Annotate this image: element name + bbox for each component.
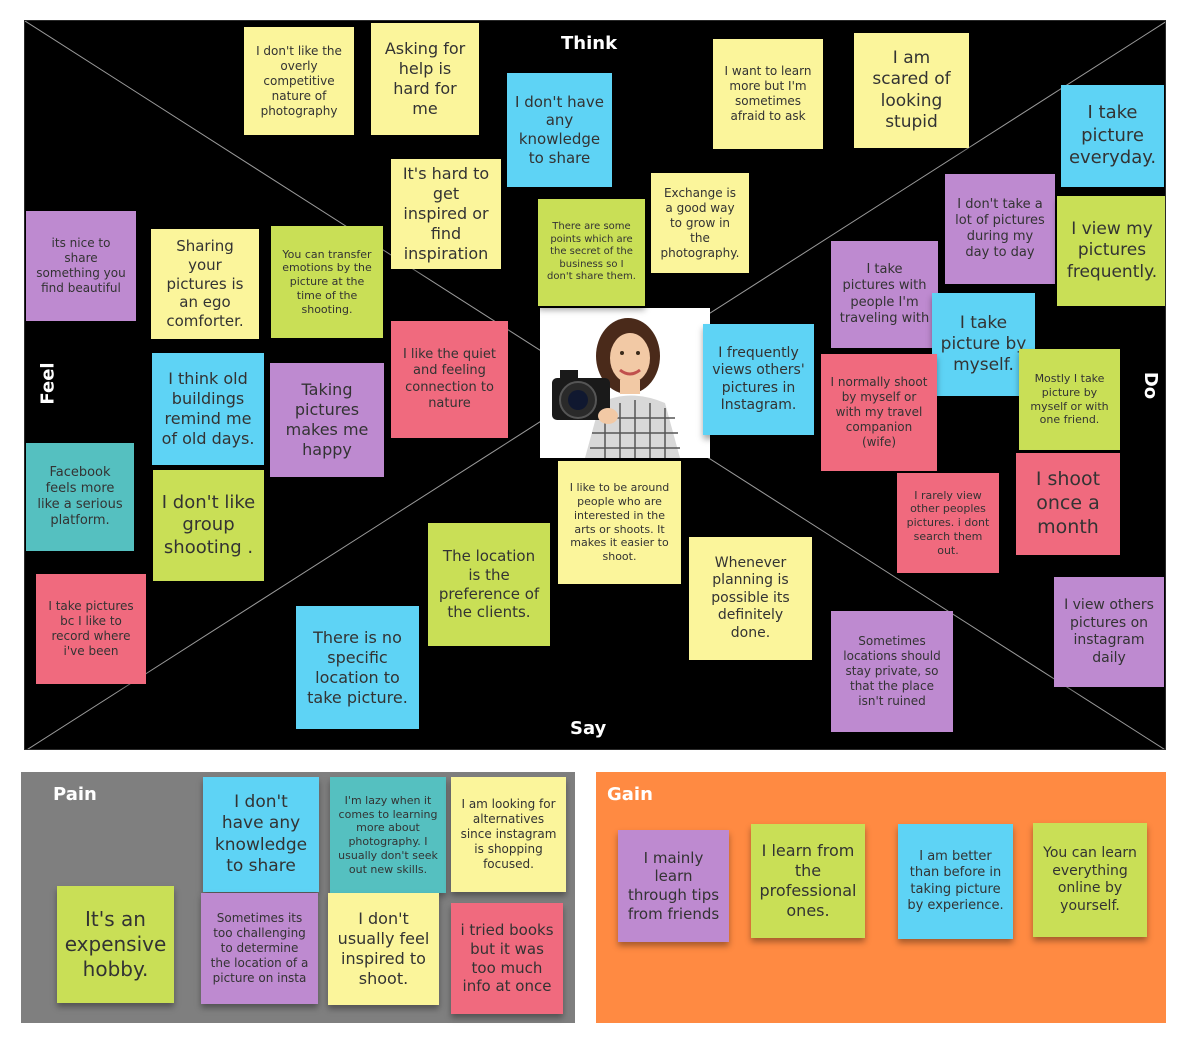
pain-note-location-challenge[interactable]: Sometimes its too challenging to determi…	[201, 893, 318, 1004]
pain-panel: Pain I don't have any knowledge to share…	[21, 772, 575, 1023]
pain-note-no-knowledge[interactable]: I don't have any knowledge to share	[203, 777, 319, 892]
note-picture-by-myself[interactable]: I take picture by myself.	[932, 293, 1035, 396]
woman-with-camera-photo	[540, 308, 710, 458]
gain-title: Gain	[607, 784, 653, 805]
note-record-where-been[interactable]: I take pictures bc I like to record wher…	[36, 574, 146, 684]
note-locations-private[interactable]: Sometimes locations should stay private,…	[831, 611, 953, 732]
gain-note-learn-online[interactable]: You can learn everything online by yours…	[1033, 823, 1147, 937]
empathy-map-canvas: Think Say Feel Do I don't like the overl…	[24, 20, 1166, 750]
note-asking-help-hard[interactable]: Asking for help is hard for me	[371, 23, 479, 135]
note-ego-comforter[interactable]: Sharing your pictures is an ego comforte…	[151, 229, 259, 339]
pain-note-lazy-learning[interactable]: I'm lazy when it comes to learning more …	[330, 777, 446, 893]
note-facebook-serious[interactable]: Facebook feels more like a serious platf…	[26, 443, 134, 551]
note-old-buildings[interactable]: I think old buildings remind me of old d…	[152, 353, 264, 465]
note-exchange-grow[interactable]: Exchange is a good way to grow in the ph…	[651, 173, 749, 273]
note-rarely-view[interactable]: I rarely view other peoples pictures. i …	[897, 473, 999, 573]
note-view-instagram-daily[interactable]: I view others pictures on instagram dail…	[1054, 577, 1164, 687]
note-shoot-once-month[interactable]: I shoot once a month	[1016, 453, 1120, 555]
note-no-knowledge-share[interactable]: I don't have any knowledge to share	[507, 73, 612, 187]
note-around-artists[interactable]: I like to be around people who are inter…	[558, 461, 681, 584]
note-transfer-emotions[interactable]: You can transfer emotions by the picture…	[271, 226, 383, 338]
note-business-secret[interactable]: There are some points which are the secr…	[538, 199, 645, 306]
note-quiet-nature[interactable]: I like the quiet and feeling connection …	[391, 321, 508, 438]
gain-note-learn-professionals[interactable]: I learn from the professional ones.	[751, 824, 865, 938]
note-few-pictures-daily[interactable]: I don't take a lot of pictures during my…	[945, 174, 1055, 284]
feel-label: Feel	[37, 362, 59, 405]
pain-note-not-inspired[interactable]: I don't usually feel inspired to shoot.	[328, 893, 439, 1005]
note-views-others-instagram[interactable]: I frequently views others' pictures in I…	[703, 324, 814, 435]
do-label: Do	[1140, 371, 1162, 400]
pain-note-expensive-hobby[interactable]: It's an expensive hobby.	[57, 886, 174, 1003]
note-no-specific-location[interactable]: There is no specific location to take pi…	[296, 606, 419, 729]
note-pictures-with-people[interactable]: I take pictures with people I'm travelin…	[831, 241, 938, 348]
gain-note-tips-friends[interactable]: I mainly learn through tips from friends	[618, 830, 729, 942]
say-label: Say	[570, 718, 607, 739]
note-afraid-to-ask[interactable]: I want to learn more but I'm sometimes a…	[713, 39, 823, 149]
note-one-friend[interactable]: Mostly I take picture by myself or with …	[1019, 349, 1120, 450]
note-view-pictures-frequently[interactable]: I view my pictures frequently.	[1057, 196, 1165, 306]
note-competitive-photography[interactable]: I don't like the overly competitive natu…	[244, 27, 354, 135]
note-planning-done[interactable]: Whenever planning is possible its defini…	[689, 537, 812, 660]
pain-note-books-too-much[interactable]: i tried books but it was too much info a…	[451, 903, 563, 1014]
note-location-clients[interactable]: The location is the preference of the cl…	[428, 523, 550, 646]
gain-panel: Gain I mainly learn through tips from fr…	[596, 772, 1166, 1023]
note-picture-everyday[interactable]: I take picture everyday.	[1061, 85, 1164, 187]
note-shoot-with-wife[interactable]: I normally shoot by myself or with my tr…	[821, 354, 937, 471]
note-nice-to-share[interactable]: its nice to share something you find bea…	[26, 211, 136, 321]
note-no-group-shooting[interactable]: I don't like group shooting .	[153, 470, 264, 581]
note-scared-looking-stupid[interactable]: I am scared of looking stupid	[854, 33, 969, 148]
pain-title: Pain	[53, 784, 97, 805]
note-hard-inspired[interactable]: It's hard to get inspired or find inspir…	[391, 159, 501, 269]
gain-note-better-by-experience[interactable]: I am better than before in taking pictur…	[898, 824, 1013, 939]
pain-note-instagram-shopping[interactable]: I am looking for alternatives since inst…	[451, 777, 566, 892]
note-makes-me-happy[interactable]: Taking pictures makes me happy	[270, 363, 384, 477]
think-label: Think	[561, 33, 618, 54]
